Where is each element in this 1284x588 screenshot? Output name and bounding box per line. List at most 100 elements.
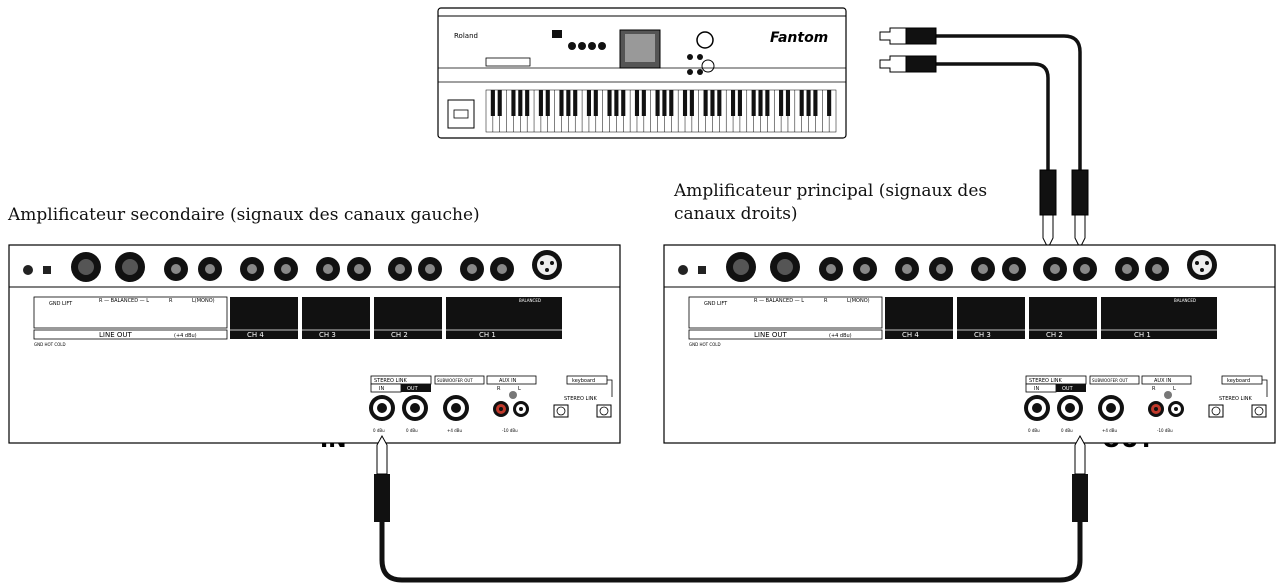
black-key bbox=[813, 90, 818, 116]
black-key bbox=[586, 90, 591, 116]
black-key bbox=[717, 90, 722, 116]
fantom-keyboard: Roland Fantom bbox=[437, 7, 847, 139]
level-sub: +4 dBu bbox=[1102, 428, 1117, 433]
black-key bbox=[614, 90, 619, 116]
aux-in-label: AUX IN bbox=[1154, 378, 1172, 384]
ch3-label: CH 3 bbox=[974, 331, 991, 339]
balanced-header: BALANCED bbox=[1174, 298, 1196, 303]
ch2-label: CH 2 bbox=[391, 331, 408, 339]
right-panel-text: GND LIFT R — BALANCED — L R L(MONO) LINE… bbox=[689, 298, 1253, 433]
black-key bbox=[751, 90, 756, 116]
black-key bbox=[607, 90, 612, 116]
stereo-link-label: STEREO LINK bbox=[374, 378, 408, 384]
black-key bbox=[806, 90, 811, 116]
stereo-link-cable bbox=[374, 434, 1088, 583]
keyboard-output-cables bbox=[936, 34, 1082, 170]
black-key bbox=[731, 90, 736, 116]
keyboard-label: keyboard bbox=[1227, 378, 1250, 384]
level-in: 0 dBu bbox=[373, 428, 385, 433]
black-key bbox=[765, 90, 770, 116]
pin-legend: GND HOT COLD bbox=[689, 342, 721, 347]
aux-l-label: L bbox=[518, 386, 521, 392]
black-key bbox=[497, 90, 502, 116]
aux-r-label: R bbox=[1152, 386, 1156, 392]
ch1-label: CH 1 bbox=[479, 331, 496, 339]
line-out-label: LINE OUT bbox=[99, 331, 132, 339]
black-key bbox=[758, 90, 763, 116]
gnd-lift-label: GND LIFT bbox=[49, 301, 73, 307]
black-key bbox=[634, 90, 640, 116]
ch4-label: CH 4 bbox=[902, 331, 919, 339]
out-jack-label: OUT bbox=[407, 386, 419, 392]
black-key bbox=[525, 90, 530, 116]
black-key bbox=[737, 90, 742, 116]
roland-logo: Roland bbox=[454, 32, 478, 40]
black-key bbox=[566, 90, 571, 116]
black-key bbox=[779, 90, 784, 116]
black-key bbox=[655, 90, 660, 116]
black-key bbox=[689, 90, 694, 116]
right-amp-caption-line1: Amplificateur principal (signaux des bbox=[674, 181, 988, 201]
black-key bbox=[573, 90, 578, 116]
black-key bbox=[641, 90, 646, 116]
line-out-label: LINE OUT bbox=[754, 331, 787, 339]
left-panel-text: GND LIFT R — BALANCED — L R L(MONO) LINE… bbox=[34, 298, 598, 433]
subwoofer-out-label: SUBWOOFER OUT bbox=[437, 378, 473, 383]
balanced-label: R — BALANCED — L bbox=[99, 298, 149, 304]
balanced-header: BALANCED bbox=[519, 298, 541, 303]
right-amp-caption-line2: canaux droits) bbox=[674, 204, 798, 224]
r-label: R bbox=[169, 298, 173, 304]
black-key bbox=[621, 90, 626, 116]
black-key bbox=[662, 90, 667, 116]
stereo-link-switch-label: STEREO LINK bbox=[564, 396, 598, 402]
subwoofer-out-label: SUBWOOFER OUT bbox=[1092, 378, 1128, 383]
ch4-label: CH 4 bbox=[247, 331, 264, 339]
r-label: R bbox=[824, 298, 828, 304]
black-key bbox=[682, 90, 688, 116]
level-out: 0 dBu bbox=[406, 428, 418, 433]
black-key bbox=[799, 90, 804, 116]
ch1-label: CH 1 bbox=[1134, 331, 1151, 339]
line-out-level: (+4 dBu) bbox=[174, 333, 197, 339]
stereo-link-label: STEREO LINK bbox=[1029, 378, 1063, 384]
keyboard-label: keyboard bbox=[572, 378, 595, 384]
black-key bbox=[593, 90, 598, 116]
in-jack-label: IN bbox=[1034, 386, 1039, 392]
out-jack-label: OUT bbox=[1062, 386, 1074, 392]
in-jack-label: IN bbox=[379, 386, 384, 392]
aux-in-label: AUX IN bbox=[499, 378, 517, 384]
balanced-label: R — BALANCED — L bbox=[754, 298, 804, 304]
main-amplifier bbox=[663, 244, 1276, 444]
level-sub: +4 dBu bbox=[447, 428, 462, 433]
black-key bbox=[710, 90, 715, 116]
black-key bbox=[518, 90, 523, 116]
black-key bbox=[827, 90, 832, 116]
ch2-label: CH 2 bbox=[1046, 331, 1063, 339]
black-key bbox=[511, 90, 516, 116]
black-key bbox=[545, 90, 550, 116]
fantom-logo: Fantom bbox=[770, 30, 828, 46]
aux-r-label: R bbox=[497, 386, 501, 392]
line-out-level: (+4 dBu) bbox=[829, 333, 852, 339]
black-key bbox=[538, 90, 543, 116]
level-aux: -10 dBu bbox=[1157, 428, 1173, 433]
black-key bbox=[490, 90, 495, 116]
level-out: 0 dBu bbox=[1061, 428, 1073, 433]
stereo-link-switch-label: STEREO LINK bbox=[1219, 396, 1253, 402]
level-aux: -10 dBu bbox=[502, 428, 518, 433]
aux-l-label: L bbox=[1173, 386, 1176, 392]
ch3-label: CH 3 bbox=[319, 331, 336, 339]
l-mono-label: L(MONO) bbox=[847, 298, 870, 304]
black-key bbox=[669, 90, 674, 116]
left-amp-caption: Amplificateur secondaire (signaux des ca… bbox=[8, 205, 480, 225]
l-mono-label: L(MONO) bbox=[192, 298, 215, 304]
gnd-lift-label: GND LIFT bbox=[704, 301, 728, 307]
black-key bbox=[703, 90, 708, 116]
pin-legend: GND HOT COLD bbox=[34, 342, 66, 347]
black-key bbox=[559, 90, 564, 116]
plug-icon bbox=[879, 27, 1089, 250]
secondary-amplifier bbox=[8, 244, 621, 444]
black-key bbox=[785, 90, 791, 116]
level-in: 0 dBu bbox=[1028, 428, 1040, 433]
